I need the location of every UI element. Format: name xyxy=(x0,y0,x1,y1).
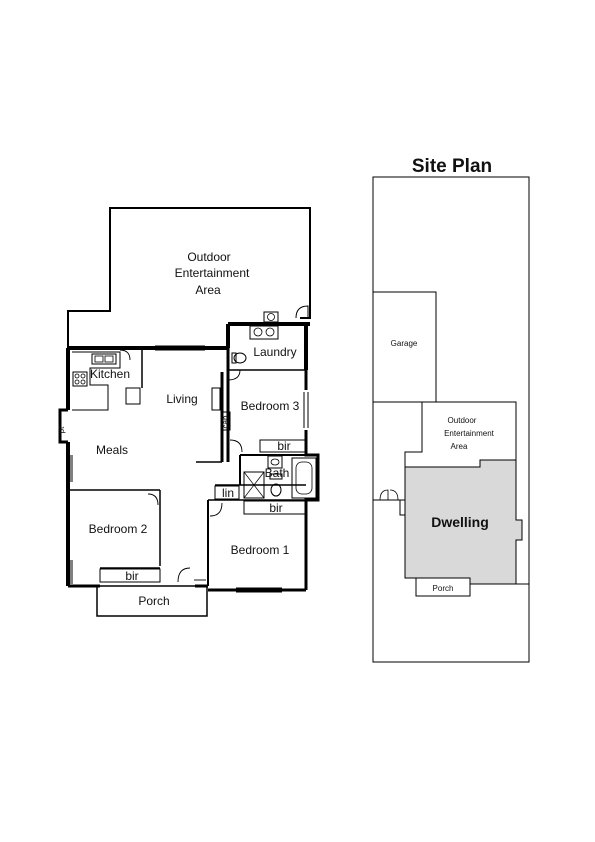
outdoor-label-3: Area xyxy=(195,283,221,297)
floor-plan xyxy=(58,207,320,617)
porch-outline xyxy=(96,585,208,617)
kitchen-label: Kitchen xyxy=(90,367,130,381)
bir-bedroom1-label: bir xyxy=(269,501,282,515)
bir-bedroom2-label: bir xyxy=(125,569,138,583)
linen-cupboard xyxy=(214,485,240,500)
cooktop xyxy=(72,371,88,387)
toilet xyxy=(233,352,247,364)
bath-label: Bath xyxy=(265,466,290,480)
laundry-tub xyxy=(249,325,279,340)
outdoor-label-1: Outdoor xyxy=(187,250,230,264)
outdoor-label-2: Entertainment xyxy=(175,266,250,280)
bedroom3-label: Bedroom 3 xyxy=(241,399,300,413)
bir-bedroom3-label: bir xyxy=(277,439,290,453)
site-outdoor-label-1: Outdoor xyxy=(448,416,477,425)
cab-label: cab xyxy=(221,415,230,428)
lin-label: lin xyxy=(222,486,234,500)
bir-bedroom2 xyxy=(99,568,161,583)
dwelling-label: Dwelling xyxy=(431,514,489,530)
kitchen-sink xyxy=(91,353,117,365)
site-outdoor-label-3: Area xyxy=(451,442,468,451)
living-label: Living xyxy=(166,392,197,406)
site-porch-label: Porch xyxy=(433,584,454,593)
site-boundary xyxy=(372,176,530,663)
garage-label: Garage xyxy=(391,339,418,348)
laundry-label: Laundry xyxy=(253,345,296,359)
meals-label: Meals xyxy=(96,443,128,457)
site-porch xyxy=(415,577,471,597)
bir-bedroom1 xyxy=(243,500,307,515)
porch-label: Porch xyxy=(138,594,169,608)
bedroom1-label: Bedroom 1 xyxy=(231,543,290,557)
outdoor-area-boundary xyxy=(67,207,311,348)
pt-label: pt xyxy=(57,426,66,433)
site-plan xyxy=(372,176,530,663)
shower xyxy=(243,471,265,499)
site-outdoor-label-2: Entertainment xyxy=(444,429,495,438)
cab-cupboard xyxy=(221,411,231,431)
bir-bedroom3 xyxy=(259,439,307,453)
bathtub xyxy=(291,457,317,499)
kitchen-bench xyxy=(72,351,121,411)
site-plan-title: Site Plan xyxy=(412,156,492,177)
bedroom2-label: Bedroom 2 xyxy=(89,522,148,536)
